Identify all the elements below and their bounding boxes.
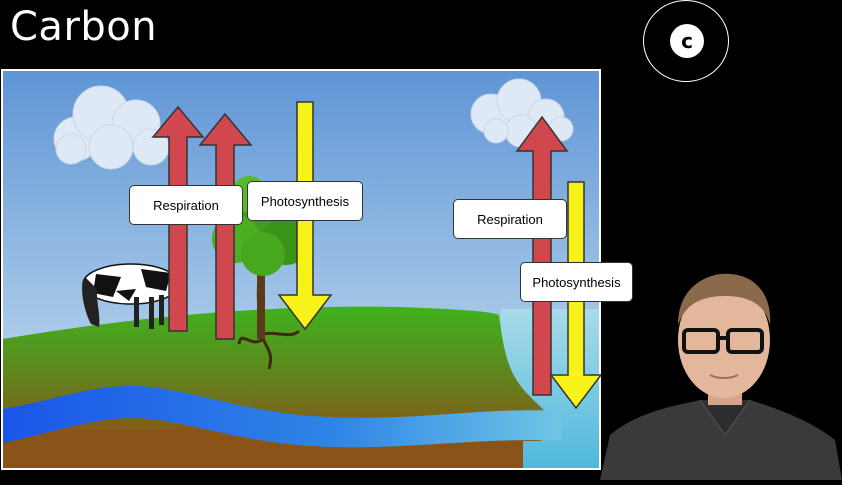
- respiration-arrow-3: [515, 115, 569, 396]
- photosynthesis-label-right: Photosynthesis: [520, 262, 633, 302]
- photosynthesis-label-left: Photosynthesis: [247, 181, 363, 221]
- slide-title: Carbon: [10, 4, 158, 50]
- glasses-icon: [682, 328, 764, 354]
- logo-ring: [643, 0, 729, 82]
- presenter-shirt: [600, 400, 842, 480]
- river: [3, 385, 561, 448]
- presenter-video: [600, 260, 842, 480]
- presenter-figure: [600, 273, 842, 480]
- presenter-hair: [678, 273, 771, 325]
- logo-badge: c: [670, 24, 704, 58]
- respiration-arrow-2: [198, 112, 253, 340]
- cloud-left-icon: [53, 85, 170, 170]
- respiration-label-left: Respiration: [129, 185, 243, 225]
- diagram-canvas: [1, 69, 603, 470]
- logo-letter: c: [681, 29, 693, 53]
- respiration-label-right: Respiration: [453, 199, 567, 239]
- carbon-cycle-diagram: Respiration Photosynthesis Respiration P…: [1, 69, 633, 470]
